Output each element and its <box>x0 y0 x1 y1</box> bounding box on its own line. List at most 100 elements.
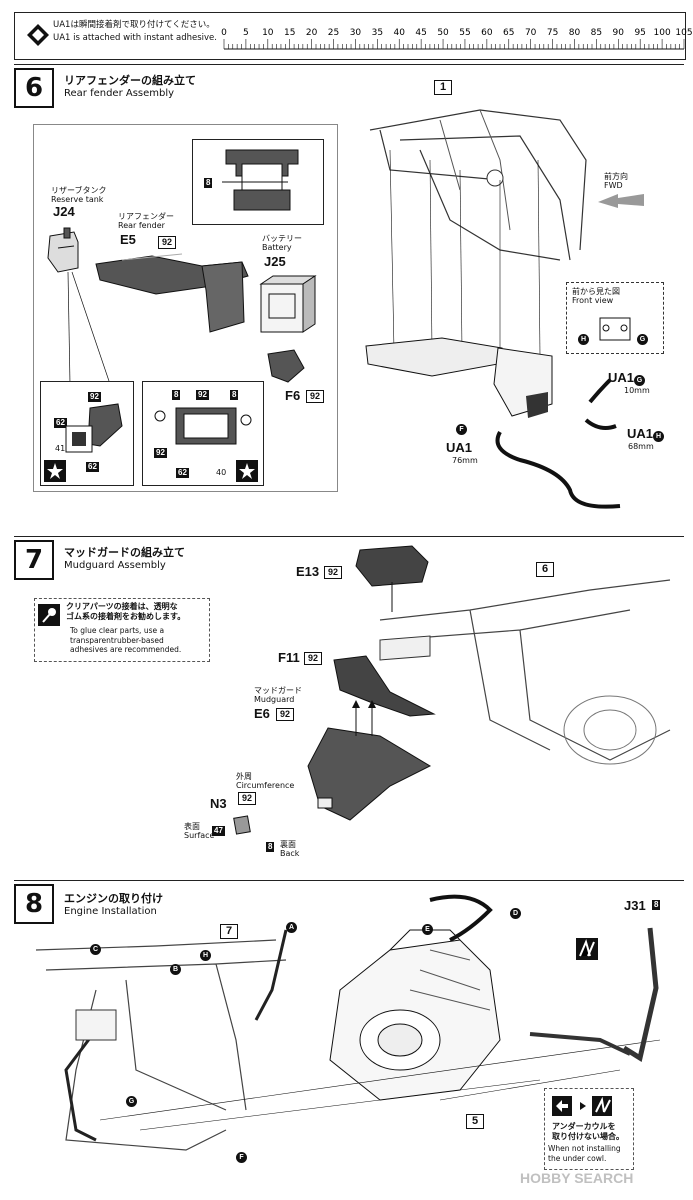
step6-frame-drawing <box>369 109 587 261</box>
reserve-leader-lines <box>67 271 111 385</box>
inset-left-code-3: 41 <box>55 444 66 453</box>
step7-frame-drawing <box>379 579 671 765</box>
ruler-tick-label: 85 <box>591 28 602 38</box>
back-color-code: 8 <box>266 842 275 852</box>
ruler-tick-label: 10 <box>262 28 274 38</box>
assembled-fender-drawing <box>365 337 553 418</box>
n3-part-number: N3 <box>210 796 227 811</box>
ua1-f-length: 76mm <box>452 456 478 465</box>
ua1-f-label: UA1 <box>446 440 473 455</box>
ruler-tick-label: 20 <box>306 28 318 38</box>
j31-part-number: J31 <box>624 898 646 913</box>
fender-color-code: 92 <box>158 236 177 249</box>
glue-icon <box>38 604 60 626</box>
inset-right-code-6: 40 <box>216 468 227 477</box>
j31-stand-drawing <box>529 927 659 1062</box>
step-title-en: Engine Installation <box>64 906 157 917</box>
ruler-tick-label: 75 <box>547 28 558 38</box>
ruler-tick-label: 70 <box>525 28 537 38</box>
cowl-icons <box>552 1096 612 1116</box>
step-title-en: Mudguard Assembly <box>64 560 166 571</box>
battery-part-number: J25 <box>264 254 286 269</box>
ruler-tick-label: 60 <box>481 28 493 38</box>
e6-part-number: E6 <box>254 706 270 721</box>
mark-a-icon: A <box>286 922 297 933</box>
mark-e-icon: E <box>422 924 433 935</box>
inset-left-code-2: 62 <box>54 418 67 428</box>
ruler-tick-label: 100 <box>654 28 671 38</box>
n3-lens-drawing <box>233 815 251 835</box>
mark-h-icon: H <box>578 334 589 345</box>
ruler-tick-label: 0 <box>221 28 227 38</box>
inset-left-code-4: 62 <box>86 462 99 472</box>
ua1-h-length: 68mm <box>628 442 654 451</box>
f11-color-code: 92 <box>304 652 323 665</box>
mark-g-icon: G <box>126 1096 137 1107</box>
step-title-jp: マッドガードの組み立て <box>64 546 185 559</box>
inset-right-code-5: 62 <box>176 468 189 478</box>
ruler-tick-label: 30 <box>350 28 362 38</box>
under-cowl-note-jp: アンダーカウルを取り付けない場合。 <box>552 1122 624 1141</box>
mark-b-icon: B <box>170 964 181 975</box>
ruler-tick-label: 90 <box>613 28 625 38</box>
under-cowl-note-box <box>544 1088 634 1170</box>
ruler-tick-label: 35 <box>372 28 383 38</box>
ruler-tick-label: 40 <box>394 28 406 38</box>
tip-text-jp: クリアパーツの接着は、透明なゴム系の接着剤をお勧めします。 <box>66 602 186 621</box>
mark-c-icon: C <box>90 944 101 955</box>
frame-ref-box: 6 <box>536 562 555 577</box>
surface-color-code: 47 <box>212 826 225 836</box>
star-icon <box>236 460 258 482</box>
step-number: 8 <box>14 884 54 924</box>
e6-color-code: 92 <box>276 708 295 721</box>
ua1-hoses-drawing <box>495 378 621 509</box>
engine-ref-box: 5 <box>466 1114 485 1129</box>
battery-drawing <box>259 275 317 333</box>
inset-left-code-1: 92 <box>88 392 101 402</box>
inset-right-code-4: 92 <box>154 448 167 458</box>
step8-guide-lines <box>99 1039 661 1131</box>
e13-part-drawing <box>355 545 429 612</box>
adhesive-note: UA1は瞬間接着剤で取り付けてください。 UA1 is attached wit… <box>53 19 217 45</box>
inset-right-code-3: 8 <box>230 390 239 400</box>
hose-de-drawing <box>429 894 493 942</box>
j31-color-code: 8 <box>652 900 661 910</box>
step-title-en: Rear fender Assembly <box>64 88 175 99</box>
front-view-drawing <box>599 317 631 341</box>
ruler-tick-label: 5 <box>243 28 249 38</box>
inset-top-drawing <box>222 149 299 211</box>
e13-color-code: 92 <box>324 566 343 579</box>
watermark: HOBBY SEARCH <box>520 1170 634 1186</box>
ruler-tick-label: 50 <box>437 28 449 38</box>
step-title-jp: リアフェンダーの組み立て <box>64 74 196 87</box>
engine-drawing <box>329 929 501 1101</box>
mark-g-icon: G <box>637 334 648 345</box>
divider <box>14 880 684 881</box>
f11-part-number: F11 <box>278 650 300 665</box>
mark-f-icon: F <box>456 424 467 435</box>
mark-h-icon: H <box>200 950 211 961</box>
ruler-tick-label: 55 <box>459 28 470 38</box>
adhesive-note-bar: UA1は瞬間接着剤で取り付けてください。 UA1 is attached wit… <box>14 12 693 60</box>
ruler-tick-label: 65 <box>503 28 514 38</box>
adhesive-note-en: UA1 is attached with instant adhesive. <box>53 33 217 43</box>
ua1-g-length: 10mm <box>624 386 650 395</box>
reserve-tank-drawing <box>47 227 79 273</box>
step-title-jp: エンジンの取り付け <box>64 892 163 905</box>
tip-box <box>34 598 210 662</box>
frame-ref-box: 7 <box>220 924 239 939</box>
divider <box>14 64 684 65</box>
ruler-tick-label: 80 <box>569 28 581 38</box>
rear-fender-drawing <box>95 253 249 333</box>
